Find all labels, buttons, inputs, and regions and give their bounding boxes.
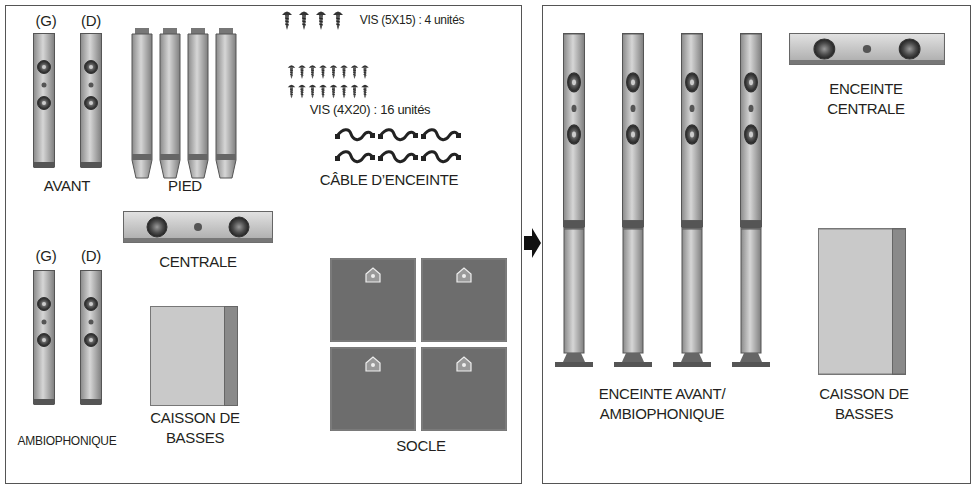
part-name: SOCLE (381, 436, 461, 456)
panel-frame (543, 6, 971, 484)
arrow-symbol (524, 228, 541, 258)
panel-frame (6, 6, 522, 484)
front-speaker (34, 34, 55, 169)
center-speaker (124, 212, 273, 243)
speaker-cable (335, 130, 461, 162)
part-name: PIED (145, 176, 225, 196)
stand-leg (160, 28, 180, 178)
surround-speaker (81, 271, 102, 406)
part-name: ENCEINTE AVANT/ AMBIOPHONIQUE (577, 384, 747, 423)
part-name: CÂBLE D’ENCEINTE (294, 170, 484, 190)
part-quantity: VIS (4X20) : 16 unités (290, 102, 450, 119)
part-name: CENTRALE (143, 252, 253, 272)
screw-set (282, 12, 343, 31)
part-name: ENCEINTE CENTRALE (801, 79, 931, 118)
center-speaker (790, 34, 945, 65)
assembled-speaker (555, 34, 770, 367)
stand-leg (216, 28, 236, 178)
part-quantity: VIS (5X15) : 4 unités (353, 13, 471, 29)
part-name: AMBIOPHONIQUE (8, 434, 126, 450)
part-name: CAISSON DE BASSES (140, 408, 250, 447)
stand-base (330, 258, 507, 431)
front-speaker (81, 34, 102, 169)
stand-leg (132, 28, 152, 178)
stand-leg (188, 28, 208, 178)
subwoofer (151, 307, 238, 406)
part-name: CAISSON DE BASSES (804, 384, 924, 423)
screw-set (288, 65, 369, 98)
part-name: AVANT (27, 176, 107, 196)
side-mark: (D) (71, 246, 111, 266)
side-mark: (D) (71, 11, 111, 31)
surround-speaker (34, 271, 55, 406)
side-mark: (G) (26, 246, 66, 266)
side-mark: (G) (26, 11, 66, 31)
subwoofer (819, 229, 906, 375)
